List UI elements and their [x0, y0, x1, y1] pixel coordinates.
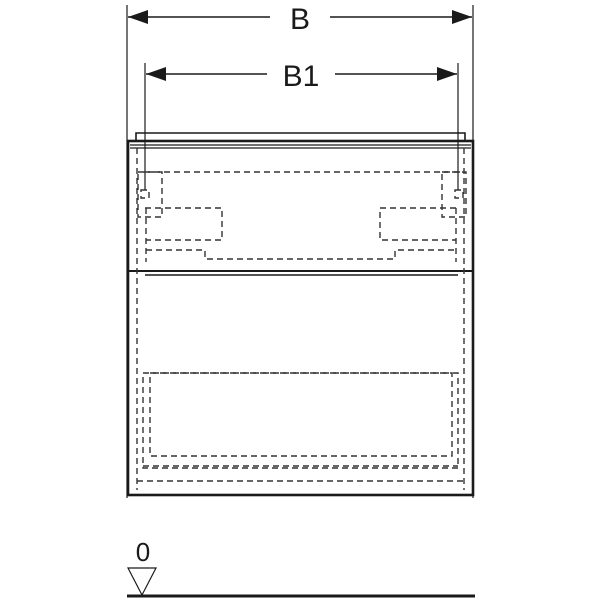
mounting-bracket-left: [137, 171, 163, 218]
bracket-slot-icon: [454, 189, 464, 199]
lower-drawer-hidden: [137, 372, 464, 482]
arrowhead-right-icon: [437, 67, 457, 81]
bracket-slot-icon: [140, 189, 150, 199]
level-triangle-icon: [127, 567, 157, 597]
dimension-b1: B1: [144, 60, 459, 190]
arrowhead-left-icon: [128, 10, 148, 24]
arrowhead-right-icon: [452, 10, 472, 24]
top-plate: [135, 132, 466, 141]
drawer-box-outer: [142, 372, 459, 469]
mounting-bracket-right: [441, 171, 467, 218]
upper-drawer-hidden: [137, 171, 467, 262]
arrowhead-left-icon: [146, 67, 166, 81]
hidden-side-walls: [136, 148, 465, 490]
cabinet-outline: [126, 132, 475, 497]
floor-level-label: 0: [136, 537, 150, 567]
floor-reference: 0: [127, 537, 475, 598]
dimension-label-b1: B1: [283, 60, 320, 93]
drawer-box-inner: [149, 372, 453, 457]
cabinet-frame: [126, 139, 475, 497]
dimension-label-b: B: [290, 3, 310, 36]
